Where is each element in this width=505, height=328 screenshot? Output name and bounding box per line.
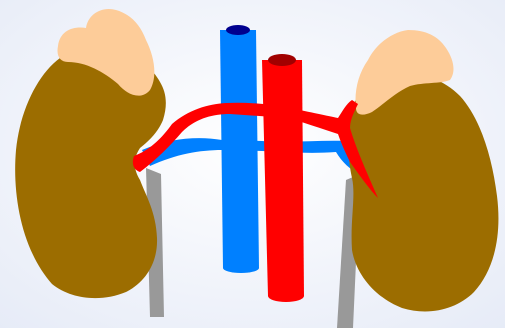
aorta-base bbox=[268, 290, 304, 302]
vena-cava-base bbox=[223, 263, 259, 273]
inferior-vena-cava bbox=[220, 30, 259, 268]
aorta-lumen bbox=[268, 54, 296, 66]
abdominal-aorta bbox=[262, 60, 304, 296]
vena-cava-lumen bbox=[226, 25, 250, 35]
